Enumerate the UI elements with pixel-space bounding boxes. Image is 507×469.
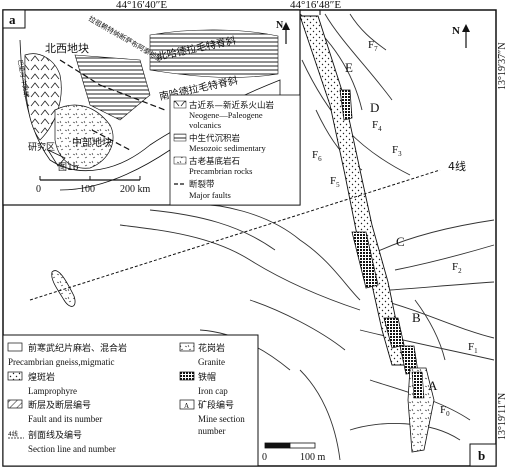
legend-section-en: Section line and number [28, 444, 116, 454]
inset-legend-4-en1: Major faults [189, 190, 231, 200]
legend-fault-en: Fault and its number [28, 414, 102, 424]
legend-lamprophyre-en: Lamprophyre [28, 386, 77, 396]
section-e: E [345, 60, 353, 75]
iron-cap-body [339, 89, 353, 121]
legend-ironcap-cn: 铁帽 [198, 371, 216, 383]
inset-a: a 北西地块 中部地块 北哈德拉毛特脊斜 南哈德拉毛特脊斜 拉祖赖特纳断萨布阿泰… [2, 9, 301, 206]
legend-fault-cn: 断层及断层编号 [28, 399, 91, 411]
inset-legend-4-cn: 断裂带 [189, 179, 215, 190]
legend-gneiss-en: Precambrian gneiss,migmatic [8, 357, 114, 367]
fault-f2: F2 [452, 261, 462, 275]
scale-a-0: 0 [36, 184, 41, 195]
scale-b-0: 0 [262, 452, 267, 463]
coord-top-left: 44°16′40″E [116, 0, 167, 11]
inset-legend-1-en1: Neogene—Paleogene [189, 110, 263, 120]
north-arrow-b: N [452, 24, 470, 48]
fault-f7: F7 [368, 39, 378, 53]
section-c: C [396, 234, 405, 249]
fault-f4: F4 [372, 119, 382, 133]
fault-labels: F7 F4 F3 F6 F5 F2 F1 F0 [312, 39, 478, 418]
iron-cap-body [383, 317, 405, 349]
iron-cap-body [351, 231, 379, 289]
fault-f1: F1 [468, 341, 478, 355]
legend-granite-cn: 花岗岩 [198, 342, 225, 354]
coord-top-right: 44°16′48″E [290, 0, 341, 11]
legend-mine-en: Mine section [198, 414, 245, 424]
inset-legend-1-en2: volcanics [189, 120, 221, 130]
inset-a-label-box [2, 9, 26, 29]
scale-b-100: 100 m [300, 452, 326, 463]
inset-a-label: a [9, 12, 16, 27]
region-fig1b: 图1b [58, 162, 79, 173]
panel-b-legend: 前寒武纪片麻岩、混合岩 Precambrian gneiss,migmatic … [2, 334, 259, 467]
legend-lamprophyre-cn: 煌斑岩 [28, 371, 55, 383]
legend-section-cn: 剖面线及编号 [28, 429, 82, 441]
region-central-block: 中部地块 [72, 136, 112, 149]
north-label-b: N [452, 25, 460, 37]
scale-a-100: 100 [80, 184, 95, 195]
panel-b-label: b [478, 448, 485, 463]
coord-right-top: 13°19′37″N [497, 42, 507, 90]
region-northwest-block: 北西地块 [45, 42, 89, 55]
inset-legend-box [169, 94, 301, 206]
fault-f3: F3 [392, 144, 402, 158]
legend-mine-en2: number [198, 426, 226, 436]
legend-ironcap-en: Iron cap [198, 386, 228, 396]
panel-b-label-box [469, 443, 497, 467]
section-b: B [412, 310, 421, 325]
iron-cap-body [411, 371, 425, 399]
section-d: D [370, 100, 379, 115]
granite-lens [51, 270, 76, 307]
legend-mine-sym: A [184, 402, 189, 410]
inset-legend-1-cn: 古近系—新近系火山岩 [189, 100, 275, 111]
legend-mine-cn: 矿段编号 [198, 399, 234, 411]
inset-legend-3-cn: 古老基底岩石 [189, 156, 240, 167]
legend-granite-en: Granite [198, 357, 225, 367]
coord-right-bottom: 13°19′11″N [497, 393, 507, 440]
fault-f0: F0 [440, 404, 450, 418]
scale-a-200: 200 km [120, 184, 151, 195]
scale-bar-a: 0 100 200 km [36, 176, 151, 195]
legend-gneiss-cn: 前寒武纪片麻岩、混合岩 [28, 342, 127, 354]
section-line-label: 4线 [448, 159, 466, 173]
inset-legend-2-cn: 中生代沉积岩 [189, 133, 241, 144]
north-label-a: N [276, 20, 284, 31]
legend-section-sym: 4线 [8, 430, 18, 438]
section-a: A [428, 378, 438, 393]
fault-f5: F5 [330, 175, 340, 189]
section-line-4 [29, 169, 441, 301]
scale-bar-b: 0 100 m [262, 442, 326, 463]
inset-legend-3-en1: Precambrian rocks [189, 166, 253, 176]
inset-legend-2-en1: Mesozoic sedimentary [189, 143, 266, 153]
fault-f6: F6 [312, 149, 322, 163]
